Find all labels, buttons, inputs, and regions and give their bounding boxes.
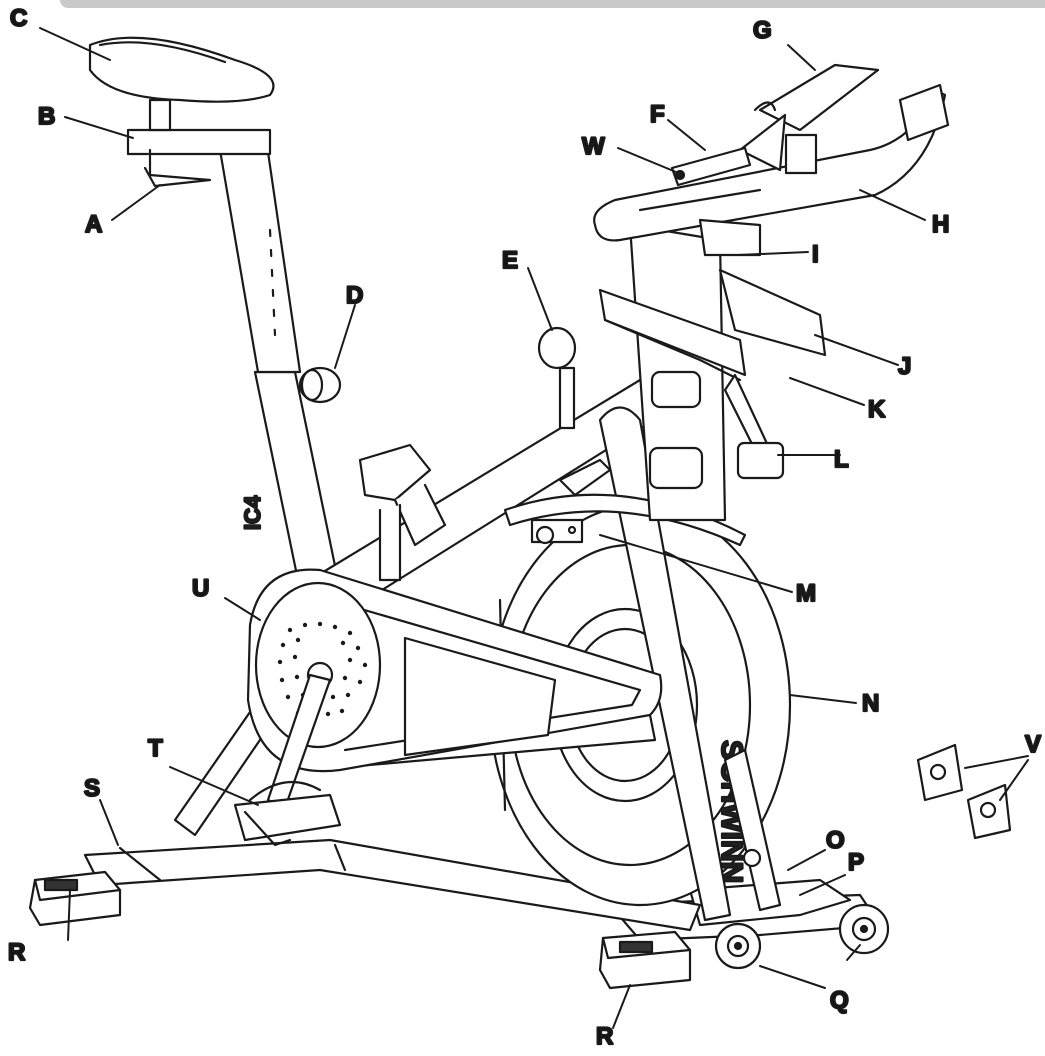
callout-I: I — [812, 241, 819, 268]
transport-wheel-right — [838, 903, 890, 955]
callout-E: E — [502, 247, 518, 274]
saddle — [88, 36, 275, 103]
model-label: IC4 — [240, 495, 265, 530]
callout-O: O — [826, 827, 845, 854]
callout-A: A — [85, 211, 102, 238]
callout-M: M — [796, 580, 816, 607]
transport-wheel-left — [714, 922, 762, 970]
shoe-cleats — [916, 743, 1012, 840]
handlebars — [593, 83, 950, 242]
console-display — [670, 146, 752, 187]
callout-P: P — [848, 849, 864, 876]
callout-V: V — [1025, 731, 1041, 758]
callout-R-front: R — [596, 1023, 613, 1050]
seat-height-knob — [298, 366, 342, 404]
callout-W: W — [582, 133, 605, 160]
callout-U: U — [192, 575, 209, 602]
callout-R-rear: R — [8, 939, 25, 966]
callout-K: K — [868, 396, 886, 423]
header-bar — [60, 0, 1045, 8]
callout-Q: Q — [830, 987, 849, 1014]
seat-tube: IC4 — [239, 370, 342, 592]
callout-S: S — [84, 775, 100, 802]
front-fork — [598, 406, 782, 922]
seat-post — [126, 98, 302, 374]
leader-lines — [39, 27, 1029, 1029]
flywheel-guard — [503, 458, 747, 547]
callout-L: L — [834, 446, 849, 473]
callout-T: T — [148, 735, 163, 762]
callout-labels: C B A D E F G H I J K L M N O P Q R R S … — [7, 4, 1042, 1051]
callout-B: B — [38, 103, 55, 130]
rear-left-foot — [28, 870, 122, 927]
front-right-foot — [598, 930, 692, 990]
dumbbell-holders — [598, 268, 827, 382]
crank-and-pedal — [233, 661, 342, 847]
handlebar-adjust-lever — [723, 373, 785, 480]
magnetic-brake — [530, 518, 584, 545]
far-pedal — [358, 443, 447, 582]
handlebar-stem — [698, 218, 762, 257]
callout-D: D — [346, 282, 363, 309]
callout-F: F — [650, 101, 665, 128]
handlebar-post — [628, 223, 727, 522]
resistance-knob — [537, 326, 577, 430]
callout-J: J — [898, 353, 911, 380]
callout-N: N — [862, 690, 879, 717]
callout-C: C — [10, 5, 27, 32]
callout-H: H — [932, 211, 949, 238]
callout-G: G — [753, 17, 772, 44]
tablet-holder — [738, 63, 880, 175]
